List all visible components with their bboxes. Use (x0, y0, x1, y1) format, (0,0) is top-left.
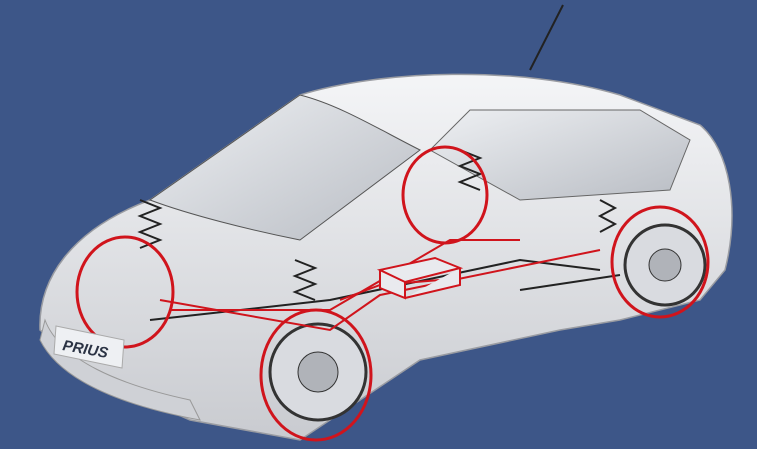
side-windows (429, 109, 691, 201)
front-wheel (268, 322, 368, 422)
windshield (148, 94, 421, 241)
antenna (529, 4, 564, 71)
rear-wheel (623, 223, 707, 307)
rear-right-highlight (610, 205, 710, 319)
control-unit (376, 256, 464, 300)
front-left-highlight (75, 235, 175, 349)
